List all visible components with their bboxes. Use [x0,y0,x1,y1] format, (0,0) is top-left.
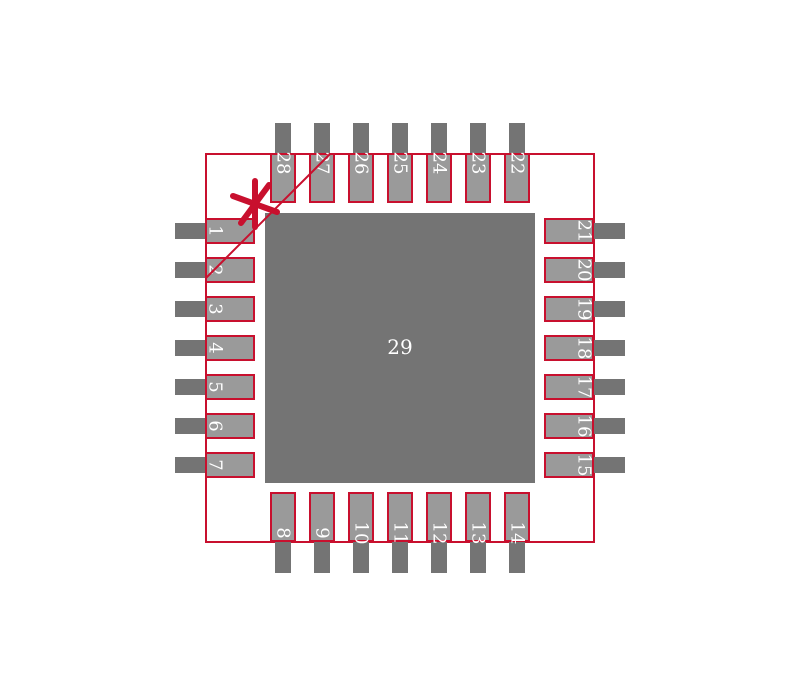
lead-27 [314,123,330,155]
pad-15 [544,452,594,478]
lead-5 [175,379,207,395]
lead-26 [353,123,369,155]
lead-11 [392,541,408,573]
lead-1 [175,223,207,239]
pin-label-23: 23 [468,152,489,175]
lead-19 [593,301,625,317]
pin-label-18: 18 [574,337,595,360]
pad-16 [544,413,594,439]
lead-8 [275,541,291,573]
lead-7 [175,457,207,473]
lead-13 [470,541,486,573]
pin-label-14: 14 [507,522,528,545]
lead-17 [593,379,625,395]
lead-group [175,123,625,573]
pin-label-5: 5 [205,381,226,392]
pin-label-8: 8 [273,527,294,538]
pad-5 [205,374,255,400]
pin-label-28: 28 [273,152,294,175]
pin-label-17: 17 [574,376,595,399]
pin-label-26: 26 [351,152,372,175]
pad-group: 1234567891011121314151617181920212223242… [205,152,595,545]
pin-label-12: 12 [429,522,450,545]
lead-4 [175,340,207,356]
lead-23 [470,123,486,155]
pin-label-21: 21 [574,220,595,243]
pad-24 [426,153,452,203]
pin-label-13: 13 [468,522,489,545]
pad-26 [348,153,374,203]
pin-label-9: 9 [312,527,333,538]
pin1-asterisk-marker [205,153,331,279]
pad-22 [504,153,530,203]
lead-21 [593,223,625,239]
pin-label-6: 6 [205,420,226,431]
pad-20 [544,257,594,283]
pad-13 [465,492,491,542]
pin-label-1: 1 [205,225,226,236]
lead-10 [353,541,369,573]
lead-18 [593,340,625,356]
pin-label-7: 7 [205,459,226,470]
exposed-pad [265,213,535,483]
pad-21 [544,218,594,244]
lead-3 [175,301,207,317]
pad-6 [205,413,255,439]
pin-label-11: 11 [390,522,411,545]
exposed-pad-label: 29 [387,335,412,359]
pad-9 [309,492,335,542]
pin-label-24: 24 [429,152,450,175]
pin-label-10: 10 [351,522,372,545]
lead-20 [593,262,625,278]
lead-28 [275,123,291,155]
pin-label-19: 19 [574,298,595,321]
lead-24 [431,123,447,155]
pad-11 [387,492,413,542]
lead-12 [431,541,447,573]
lead-14 [509,541,525,573]
pad-7 [205,452,255,478]
pad-4 [205,335,255,361]
asterisk-stroke-diag-b [238,182,272,226]
pad-25 [387,153,413,203]
pin1-diagonal-line [205,153,331,279]
lead-2 [175,262,207,278]
lead-16 [593,418,625,434]
pad-19 [544,296,594,322]
pad-14 [504,492,530,542]
lead-6 [175,418,207,434]
pin-label-4: 4 [205,342,226,353]
lead-15 [593,457,625,473]
pin-label-16: 16 [574,415,595,438]
lead-25 [392,123,408,155]
lead-22 [509,123,525,155]
pin-label-22: 22 [507,152,528,175]
pad-12 [426,492,452,542]
pad-3 [205,296,255,322]
pin-label-20: 20 [574,259,595,282]
pin-label-15: 15 [574,454,595,477]
pin-label-25: 25 [390,152,411,175]
pad-23 [465,153,491,203]
pad-8 [270,492,296,542]
lead-9 [314,541,330,573]
pad-17 [544,374,594,400]
pad-10 [348,492,374,542]
pad-18 [544,335,594,361]
pin-label-3: 3 [205,303,226,314]
